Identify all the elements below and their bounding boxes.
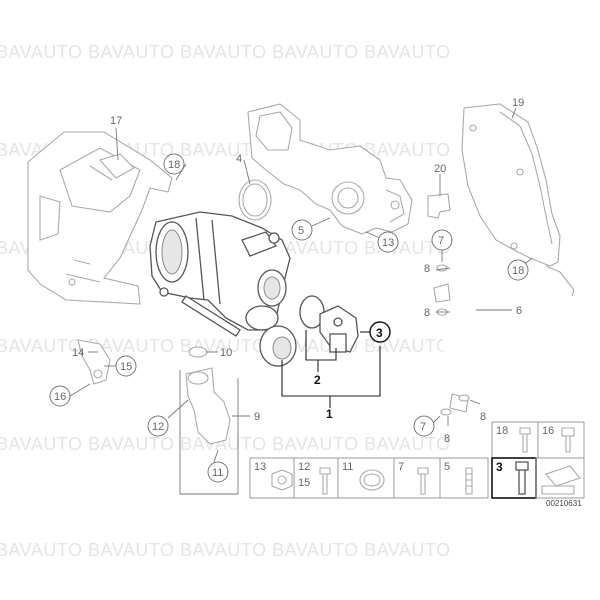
legend-5: 5 bbox=[444, 461, 450, 473]
callout-1: 1 bbox=[326, 407, 333, 421]
callout-13: 13 bbox=[382, 237, 394, 249]
watermark-row: BAVAUTO BAVAUTO BAVAUTO BAVAUTO BAVAUTO bbox=[0, 42, 451, 62]
legend-15: 15 bbox=[298, 477, 310, 489]
callout-15: 15 bbox=[120, 361, 132, 373]
callout-18: 18 bbox=[512, 265, 524, 277]
callout-19: 19 bbox=[512, 97, 524, 109]
callout-17: 17 bbox=[110, 115, 122, 127]
legend-12: 12 bbox=[298, 461, 310, 473]
washer-part bbox=[458, 394, 470, 402]
exhaust-manifold-part bbox=[247, 103, 413, 235]
callout-11: 11 bbox=[212, 467, 223, 479]
callout-7: 7 bbox=[420, 421, 426, 433]
callout-9: 9 bbox=[254, 411, 260, 423]
oil-pipe-part bbox=[433, 271, 501, 413]
legend-13: 13 bbox=[254, 461, 266, 473]
legend-18: 18 bbox=[496, 425, 508, 437]
watermark-row: BAVAUTO BAVAUTO BAVAUTO BAVAUTO BAVAUTO bbox=[0, 434, 451, 454]
callout-5: 5 bbox=[298, 225, 304, 237]
callout-2: 2 bbox=[314, 373, 321, 387]
washer-part bbox=[436, 264, 448, 272]
callout-3: 3 bbox=[376, 326, 383, 340]
callout-8: 8 bbox=[424, 263, 430, 275]
legend-grid: 18 16 13 12 15 11 7 5 3 bbox=[249, 421, 585, 499]
legend-16: 16 bbox=[542, 425, 554, 437]
callout-8: 8 bbox=[444, 433, 450, 445]
oil-return-pipe-part bbox=[185, 346, 231, 445]
callout-7: 7 bbox=[438, 235, 444, 247]
wastegate-actuator-part bbox=[319, 305, 359, 353]
callout-4: 4 bbox=[236, 153, 242, 165]
washer-part bbox=[440, 408, 452, 416]
bracket-14-part bbox=[77, 339, 111, 385]
heat-shield-right-part bbox=[461, 103, 575, 297]
legend-11: 11 bbox=[342, 461, 353, 473]
diagram-code: 00210631 bbox=[546, 499, 582, 508]
callout-20: 20 bbox=[434, 163, 446, 175]
callout-12: 12 bbox=[152, 421, 164, 433]
legend-3: 3 bbox=[496, 460, 503, 474]
legend-7: 7 bbox=[398, 461, 404, 473]
assembly-bracket-lines bbox=[281, 330, 381, 408]
callout-6: 6 bbox=[516, 305, 522, 317]
callout-18: 18 bbox=[168, 159, 180, 171]
callouts: 17 18 4 5 13 19 20 7 8 8 18 6 14 15 16 1… bbox=[49, 97, 529, 483]
callout-16: 16 bbox=[54, 391, 66, 403]
callout-10: 10 bbox=[220, 347, 232, 359]
callout-14: 14 bbox=[72, 347, 84, 359]
turbocharger-part bbox=[149, 211, 297, 367]
bracket-part bbox=[427, 193, 451, 219]
watermark-row: BAVAUTO BAVAUTO BAVAUTO BAVAUTO BAVAUTO bbox=[0, 540, 451, 560]
callout-8: 8 bbox=[424, 307, 430, 319]
heat-shield-part bbox=[27, 131, 173, 305]
callout-8: 8 bbox=[480, 411, 486, 423]
